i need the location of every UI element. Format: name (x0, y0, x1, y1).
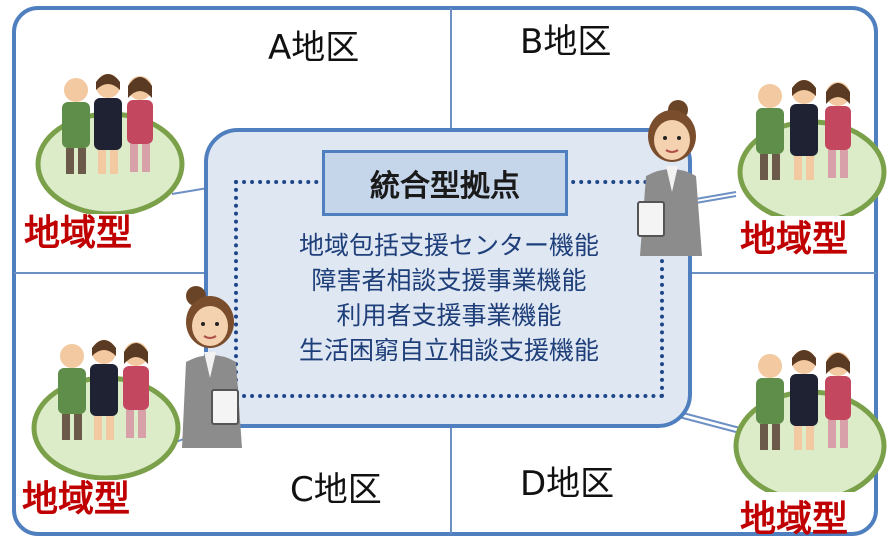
staff-woman-icon (182, 286, 242, 448)
young-woman-icon (90, 340, 118, 440)
community-group-icon (35, 74, 185, 214)
community-bottom-right: 地域型 (714, 322, 892, 544)
community-top-right: 地域型 (716, 56, 892, 260)
hub-function-item: 生活困窮自立相談支援機能 (298, 336, 599, 365)
community-label: 地域型 (740, 499, 849, 540)
woman-icon (825, 352, 851, 448)
community-label: 地域型 (22, 479, 131, 520)
woman-icon (123, 342, 149, 438)
hub-function-list: 地域包括支援センター機能 障害者相談支援事業機能 利用者支援事業機能 生活困窮自… (234, 228, 664, 368)
district-a-label: A地区 (268, 28, 360, 68)
community-bottom-left: 地域型 (20, 320, 200, 520)
young-woman-icon (94, 74, 122, 174)
elderly-person-icon (62, 78, 90, 174)
community-group-icon (31, 340, 181, 480)
elderly-person-icon (756, 84, 784, 180)
community-top-left: 地域型 (24, 64, 204, 264)
staff-woman-icon (637, 100, 702, 256)
community-label: 地域型 (740, 219, 849, 260)
young-woman-icon (790, 350, 818, 450)
young-woman-icon (790, 80, 818, 180)
district-c-label: C地区 (290, 470, 382, 510)
district-d-label: D地区 (520, 464, 615, 504)
hub-title: 統合型拠点 (322, 150, 568, 216)
community-label: 地域型 (24, 213, 133, 254)
hub-function-item: 利用者支援事業機能 (336, 301, 562, 330)
community-group-icon (733, 350, 887, 492)
community-group-icon (737, 80, 887, 216)
district-b-label: B地区 (520, 22, 612, 62)
link-top-left (171, 187, 209, 195)
hub-function-item: 地域包括支援センター機能 (298, 231, 599, 260)
woman-icon (127, 76, 153, 172)
hub-function-item: 障害者相談支援事業機能 (311, 266, 587, 295)
woman-icon (825, 82, 851, 178)
elderly-person-icon (756, 354, 784, 450)
elderly-person-icon (58, 344, 86, 440)
